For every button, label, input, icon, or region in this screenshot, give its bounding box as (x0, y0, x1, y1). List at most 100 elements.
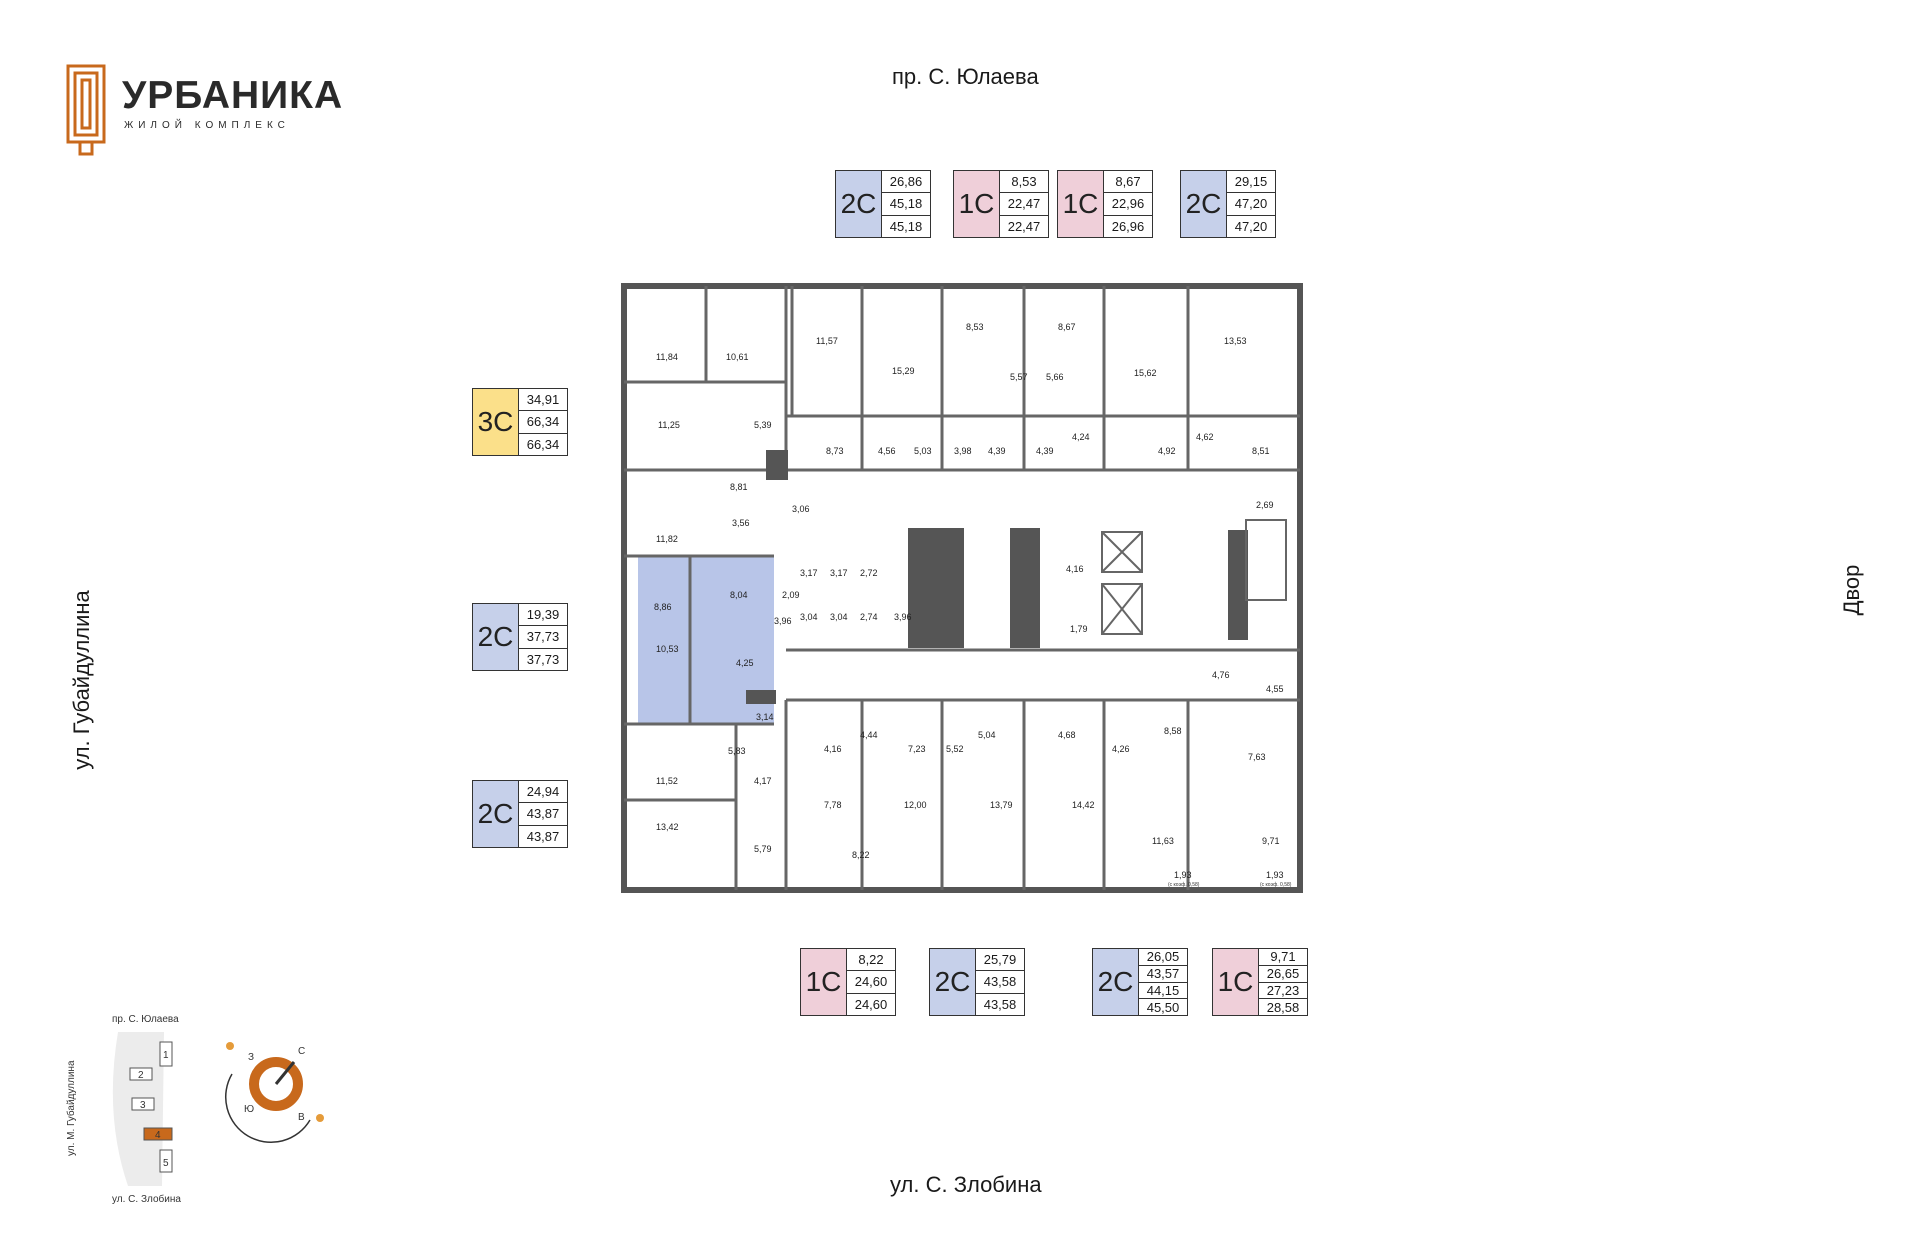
room-area: 4,92 (1158, 446, 1176, 456)
apartment-type: 1С (1058, 171, 1104, 237)
room-area: 15,29 (892, 366, 915, 376)
logo-icon (66, 64, 106, 156)
floor-plan: 11,84 10,61 11,57 15,29 8,53 8,67 15,62 … (616, 280, 1306, 896)
total-area: 26,65 (1259, 966, 1307, 983)
living-area: 8,53 (1000, 171, 1048, 194)
apartment-type: 3С (473, 389, 519, 455)
room-labels: 11,84 10,61 11,57 15,29 8,53 8,67 15,62 … (654, 322, 1292, 888)
room-area: 3,17 (830, 568, 848, 578)
room-area: 9,71 (1262, 836, 1280, 846)
street-top: пр. С. Юлаева (892, 64, 1039, 89)
room-area: 4,39 (1036, 446, 1054, 456)
room-area: 4,25 (736, 658, 754, 668)
room-area: 4,55 (1266, 684, 1284, 694)
room-area: 4,76 (1212, 670, 1230, 680)
living-area: 19,39 (519, 604, 567, 627)
total-area-balcony: 24,60 (854, 996, 888, 1012)
minimap-top-street: пр. С. Юлаева (112, 1014, 179, 1025)
room-area: 8,86 (654, 602, 672, 612)
compass-north: С (298, 1046, 305, 1057)
minimap-label: 3 (140, 1100, 146, 1111)
room-area: 5,52 (946, 744, 964, 754)
total-area: 47,20 (1227, 193, 1275, 216)
total-area: 43,58 (976, 971, 1024, 994)
room-area: 4,26 (1112, 744, 1130, 754)
living-area: 9,71 (1259, 949, 1307, 966)
apartment-type: 2С (473, 781, 519, 847)
room-area: 7,63 (1248, 752, 1266, 762)
room-area: 11,84 (656, 352, 678, 362)
room-area: 3,04 (830, 612, 848, 622)
room-area: 3,06 (792, 504, 810, 514)
living-area: 29,15 (1227, 171, 1275, 194)
logo-subtitle: ЖИЛОЙ КОМПЛЕКС (124, 120, 290, 131)
minimap-building-5 (159, 1149, 173, 1173)
partitions (624, 286, 1300, 890)
total-area: 43,57 (1139, 966, 1187, 983)
minimap-bottom-street: ул. С. Злобина (112, 1193, 181, 1205)
total-area: 22,96 (1104, 193, 1152, 216)
room-area: 8,22 (852, 850, 870, 860)
total-area: 45,18 (882, 193, 930, 216)
room-area: 1,93 (1266, 870, 1284, 880)
room-area: 7,23 (908, 744, 926, 754)
room-area: 8,73 (826, 446, 844, 456)
minimap-building-2 (129, 1067, 153, 1081)
room-area: 4,39 (988, 446, 1006, 456)
room-area: 4,16 (1066, 564, 1084, 574)
street-right: Двор (1839, 564, 1864, 616)
minimap-label: 4 (155, 1130, 161, 1141)
total-area-balcony: 66,34 (526, 436, 560, 452)
living-area: 34,91 (519, 389, 567, 412)
total-area-balcony: 43,58 (983, 996, 1017, 1012)
room-area: 11,25 (658, 420, 680, 430)
total-area-balcony: 22,47 (1007, 218, 1041, 234)
apartment-type: 2С (1093, 949, 1139, 1015)
logo-title: УРБАНИКА (122, 74, 344, 117)
balcony-note: (с коэф. 0,58) (1168, 882, 1200, 888)
sun-path (225, 1073, 311, 1143)
apartment-type: 2С (1181, 171, 1227, 237)
minimap-left-street: ул. М. Губайдуллина (65, 1060, 77, 1156)
total-area-balcony: 26,96 (1111, 218, 1145, 234)
total-area: 22,47 (1000, 193, 1048, 216)
room-area: 3,17 (800, 568, 818, 578)
room-area: 3,14 (756, 712, 774, 722)
room-area: 8,04 (730, 590, 748, 600)
room-area: 13,79 (990, 800, 1013, 810)
total-area-balcony: 37,73 (526, 651, 560, 667)
total-area-balcony: 27,23 (1259, 983, 1307, 1000)
room-area: 4,24 (1072, 432, 1090, 442)
room-area: 8,51 (1252, 446, 1270, 456)
minimap-building-1 (159, 1041, 173, 1067)
total-area-balcony-2: 28,58 (1266, 999, 1300, 1015)
compass-east: В (298, 1112, 305, 1123)
outer-walls (621, 283, 1303, 893)
room-area: 8,67 (1058, 322, 1076, 332)
apartment-type: 1С (1213, 949, 1259, 1015)
room-area: 2,09 (782, 590, 800, 600)
living-area: 8,22 (847, 949, 895, 972)
room-area: 4,17 (754, 776, 772, 786)
minimap-label: 1 (163, 1050, 169, 1061)
street-left: ул. Губайдуллина (69, 590, 94, 770)
total-area-balcony: 47,20 (1234, 218, 1268, 234)
living-area: 8,67 (1104, 171, 1152, 194)
total-area: 43,87 (519, 803, 567, 826)
room-area: 4,44 (860, 730, 878, 740)
total-area-balcony: 44,15 (1139, 983, 1187, 1000)
building-core (746, 450, 1248, 704)
compass-icon: С Ю З В (225, 1042, 324, 1143)
minimap-building-4-current (143, 1127, 173, 1141)
